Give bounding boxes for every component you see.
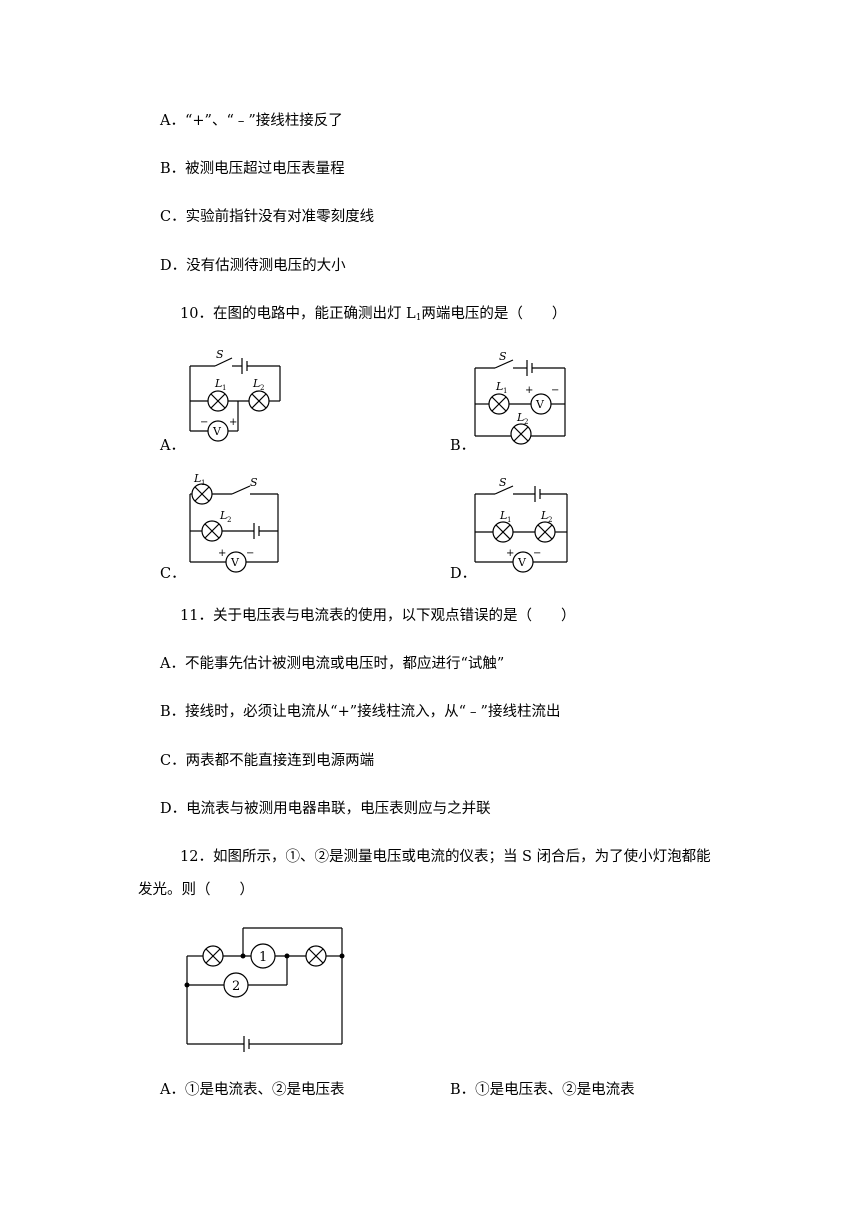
- voltmeter-label: V: [230, 556, 240, 569]
- q10-label-b: B．: [450, 438, 476, 454]
- lamp2-subscript: 2: [227, 516, 231, 524]
- lamp2-label: L: [252, 377, 260, 390]
- lamp2-subscript: 2: [548, 516, 552, 524]
- lamp1-label: L: [499, 509, 507, 522]
- lamp2-subscript: 2: [260, 384, 264, 392]
- q9-option-d: D．没有估测待测电压的大小: [160, 258, 346, 274]
- q11-option-d: D．电流表与被测用电器串联，电压表则应与之并联: [160, 801, 491, 817]
- voltmeter-plus-terminal: +: [506, 548, 514, 559]
- q11-option-b: B．接线时，必须让电流从“+”接线柱流入，从“﹣”接线柱流出: [160, 704, 561, 720]
- q10-stem-subscript: 1: [415, 313, 422, 323]
- lamp1-label: L: [495, 380, 503, 393]
- voltmeter-label: V: [212, 425, 222, 438]
- q11-stem: 11．关于电压表与电流表的使用，以下观点错误的是（ ）: [180, 608, 576, 624]
- circuit-diagram-b: S L 1 V + − L 2: [474, 350, 566, 445]
- voltmeter-minus-terminal: −: [533, 548, 541, 559]
- circuit-diagram-a: S L 1 L 2 V − +: [189, 348, 281, 442]
- lamp1-subscript: 1: [201, 479, 205, 487]
- q9-option-b: B．被测电压超过电压表量程: [160, 161, 345, 177]
- q10-stem-text: 10．在图的电路中，能正确测出灯 L: [180, 306, 416, 322]
- lamp1-subscript: 1: [222, 384, 226, 392]
- lamp2-subscript: 2: [524, 418, 528, 426]
- q10-stem: 10．在图的电路中，能正确测出灯 L1两端电压的是（ ）: [180, 304, 566, 328]
- q12-option-b: B．①是电压表、②是电流表: [450, 1082, 635, 1098]
- lamp1-label: L: [193, 472, 201, 485]
- q10-label-c: C．: [160, 566, 186, 582]
- lamp2-label: L: [540, 509, 548, 522]
- voltmeter-minus-terminal: −: [551, 385, 559, 396]
- q12-circuit-diagram: 1 2: [184, 927, 345, 1052]
- meter-2-label: 2: [232, 979, 240, 994]
- switch-label: S: [499, 476, 507, 489]
- circuit-diagram-c: L 1 S L 2 V + −: [189, 472, 279, 573]
- q12-stem-line1: 12．如图所示，①、②是测量电压或电流的仪表；当 S 闭合后，为了使小灯泡都能: [180, 849, 711, 865]
- q12-stem-line2: 发光。则（ ）: [138, 882, 254, 898]
- q10-stem-text-end: 两端电压的是（ ）: [421, 306, 567, 322]
- voltmeter-label: V: [535, 398, 545, 411]
- lamp1-subscript: 1: [503, 387, 507, 395]
- voltmeter-minus-terminal: −: [246, 548, 254, 559]
- lamp1-label: L: [214, 377, 222, 390]
- circuit-diagram-d: S L 1 L 2 V + −: [474, 476, 568, 573]
- lamp2-label: L: [219, 509, 227, 522]
- switch-label: S: [216, 348, 224, 361]
- q10-label-d: D．: [450, 566, 477, 582]
- voltmeter-plus-terminal: +: [218, 548, 226, 559]
- q10-label-a: A．: [160, 438, 185, 454]
- q11-option-c: C．两表都不能直接连到电源两端: [160, 753, 375, 769]
- voltmeter-plus-terminal: +: [525, 385, 533, 396]
- meter-1-label: 1: [259, 950, 267, 965]
- q9-option-a: A．“+”、“﹣”接线柱接反了: [160, 113, 343, 129]
- voltmeter-minus-terminal: −: [200, 417, 208, 428]
- voltmeter-label: V: [517, 556, 527, 569]
- switch-label: S: [499, 350, 507, 363]
- lamp2-label: L: [516, 411, 524, 424]
- q9-option-c: C．实验前指针没有对准零刻度线: [160, 209, 375, 225]
- voltmeter-plus-terminal: +: [229, 417, 237, 428]
- switch-label: S: [250, 476, 258, 489]
- lamp1-subscript: 1: [507, 516, 511, 524]
- q11-option-a: A．不能事先估计被测电流或电压时，都应进行“试触”: [160, 656, 505, 672]
- q12-option-a: A．①是电流表、②是电压表: [160, 1082, 345, 1098]
